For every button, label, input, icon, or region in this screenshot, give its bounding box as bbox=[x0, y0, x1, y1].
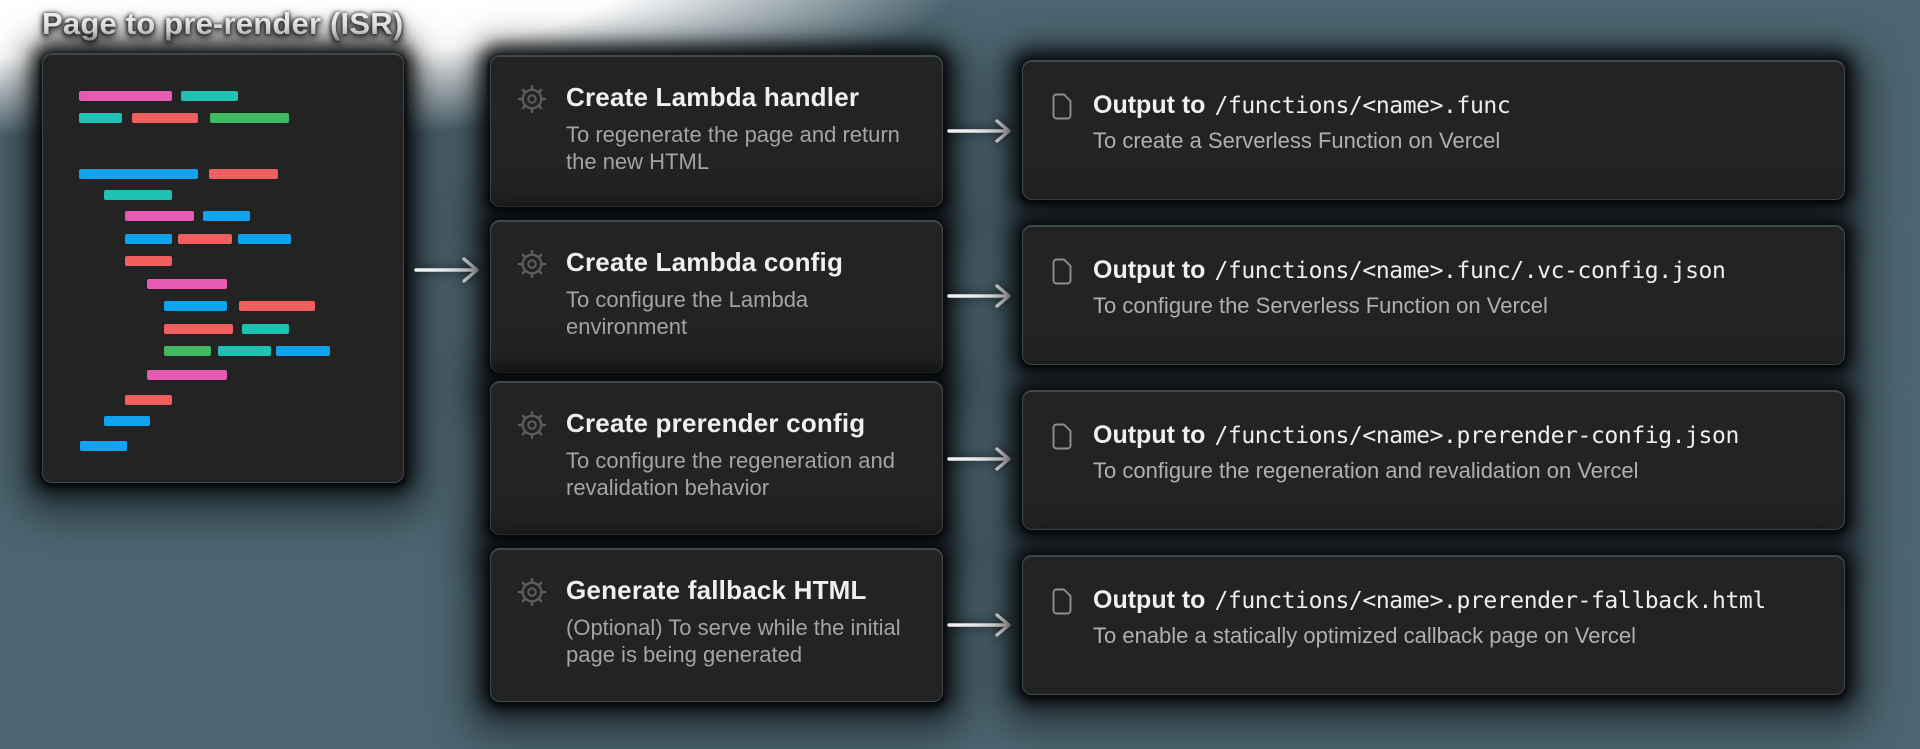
code-bar bbox=[178, 234, 232, 244]
output-path: /functions/<name>.prerender-fallback.htm… bbox=[1214, 588, 1766, 614]
code-bar bbox=[181, 91, 238, 101]
page-title: Page to pre-render (ISR) bbox=[42, 6, 404, 41]
step-description: To configure the Lambda environment bbox=[566, 287, 809, 339]
arrow-right-icon bbox=[947, 447, 1011, 471]
file-icon bbox=[1052, 93, 1072, 120]
code-bar bbox=[209, 169, 278, 179]
file-icon bbox=[1052, 588, 1072, 615]
step-description: (Optional) To serve while the initial pa… bbox=[566, 615, 901, 667]
output-label: Output to bbox=[1093, 421, 1206, 449]
code-bar bbox=[132, 113, 198, 123]
step-card-lambda-config: Create Lambda config To configure the La… bbox=[490, 220, 943, 373]
file-icon bbox=[1052, 423, 1072, 450]
gear-icon bbox=[517, 577, 547, 607]
arrow-right-icon bbox=[947, 284, 1011, 308]
code-bar bbox=[239, 301, 315, 311]
output-card-prerender-fallback: Output to /functions/<name>.prerender-fa… bbox=[1022, 555, 1845, 695]
code-bar bbox=[164, 324, 233, 334]
output-label: Output to bbox=[1093, 586, 1206, 614]
step-description: To regenerate the page and return the ne… bbox=[566, 122, 900, 174]
output-description: To create a Serverless Function on Verce… bbox=[1093, 128, 1501, 153]
code-bar bbox=[125, 234, 172, 244]
arrow-right-icon bbox=[414, 257, 479, 283]
code-panel bbox=[42, 53, 404, 483]
code-bar bbox=[238, 234, 291, 244]
code-bar bbox=[104, 416, 150, 426]
output-card-func: Output to /functions/<name>.func To crea… bbox=[1022, 60, 1845, 200]
gear-icon bbox=[517, 410, 547, 440]
arrow-right-icon bbox=[947, 119, 1011, 143]
output-path: /functions/<name>.func bbox=[1214, 93, 1511, 119]
code-bar bbox=[125, 395, 172, 405]
step-title: Generate fallback HTML bbox=[566, 575, 867, 605]
code-bar bbox=[125, 211, 194, 221]
step-card-lambda-handler: Create Lambda handler To regenerate the … bbox=[490, 55, 943, 207]
step-description: To configure the regeneration and revali… bbox=[566, 448, 896, 500]
code-bar bbox=[164, 346, 211, 356]
code-bar bbox=[242, 324, 289, 334]
code-bar bbox=[79, 91, 172, 101]
step-card-prerender-config: Create prerender config To configure the… bbox=[490, 381, 943, 535]
output-label: Output to bbox=[1093, 256, 1206, 284]
step-title: Create Lambda config bbox=[566, 247, 844, 277]
code-bar bbox=[147, 370, 227, 380]
gear-icon bbox=[517, 249, 547, 279]
code-bar bbox=[125, 256, 172, 266]
file-icon bbox=[1052, 258, 1072, 285]
code-bar bbox=[79, 113, 122, 123]
code-bar bbox=[164, 301, 227, 311]
step-title: Create prerender config bbox=[566, 408, 866, 438]
output-description: To configure the regeneration and revali… bbox=[1093, 458, 1639, 483]
output-description: To enable a statically optimized callbac… bbox=[1093, 623, 1636, 648]
code-bar bbox=[147, 279, 227, 289]
output-path: /functions/<name>.func/.vc-config.json bbox=[1214, 258, 1726, 284]
output-card-vc-config: Output to /functions/<name>.func/.vc-con… bbox=[1022, 225, 1845, 365]
code-bar bbox=[210, 113, 289, 123]
gear-icon bbox=[517, 84, 547, 114]
step-card-fallback-html: Generate fallback HTML (Optional) To ser… bbox=[490, 548, 943, 702]
output-path: /functions/<name>.prerender-config.json bbox=[1214, 423, 1739, 449]
code-bar bbox=[218, 346, 271, 356]
code-bar bbox=[80, 441, 127, 451]
code-bar bbox=[203, 211, 250, 221]
arrow-right-icon bbox=[947, 613, 1011, 637]
code-bar bbox=[79, 169, 198, 179]
step-title: Create Lambda handler bbox=[566, 82, 860, 112]
output-description: To configure the Serverless Function on … bbox=[1093, 293, 1548, 318]
code-bar bbox=[104, 190, 172, 200]
output-card-prerender-config: Output to /functions/<name>.prerender-co… bbox=[1022, 390, 1845, 530]
output-label: Output to bbox=[1093, 91, 1206, 119]
code-bar bbox=[276, 346, 330, 356]
